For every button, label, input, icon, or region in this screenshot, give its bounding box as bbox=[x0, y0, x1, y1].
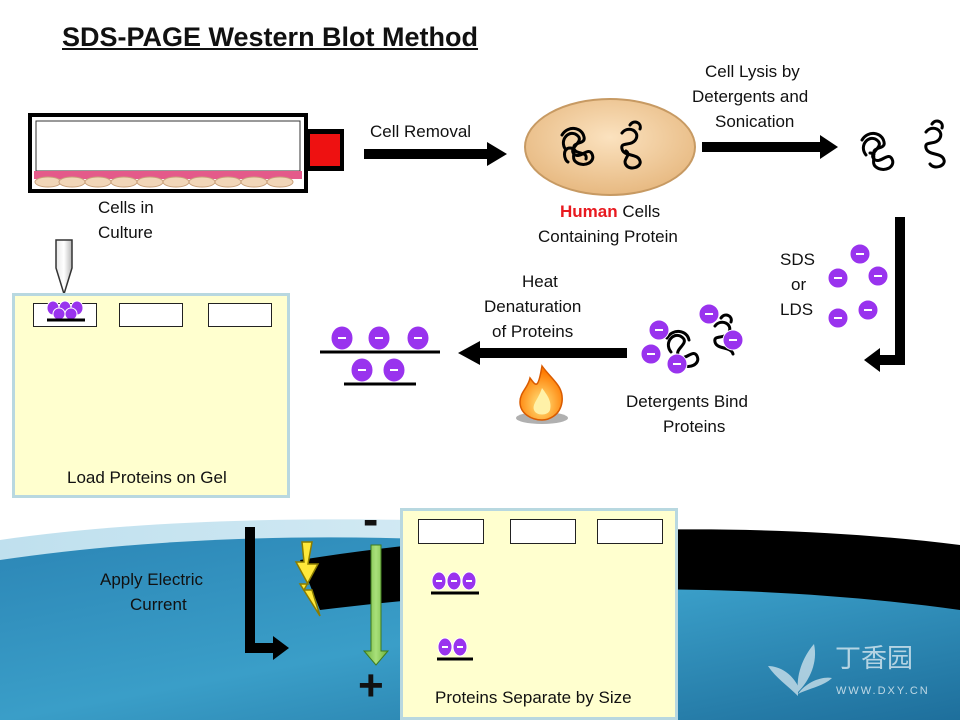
arrow-down-left-right bbox=[864, 217, 905, 372]
label-cells-in-culture-1: Cells in bbox=[98, 198, 154, 217]
label-detergents-bind-2: Proteins bbox=[663, 417, 726, 436]
watermark-brand: 丁香园 bbox=[835, 644, 914, 674]
label-heat-3: of Proteins bbox=[492, 322, 574, 341]
label-cell-removal: Cell Removal bbox=[370, 122, 472, 141]
label-load-proteins: Load Proteins on Gel bbox=[67, 468, 227, 487]
gel-well bbox=[208, 303, 272, 327]
label-cell-lysis-1: Cell Lysis by bbox=[705, 62, 800, 81]
arrow-cell-lysis bbox=[702, 135, 838, 159]
label-human: Human bbox=[560, 202, 618, 221]
lightning-icon bbox=[294, 541, 321, 617]
label-cells: Cells bbox=[622, 202, 661, 221]
electrode-arrow bbox=[362, 544, 390, 666]
minus-pole: - bbox=[363, 493, 379, 545]
dish-tab bbox=[310, 134, 340, 166]
gel-well bbox=[119, 303, 183, 327]
page-title: SDS-PAGE Western Blot Method bbox=[62, 22, 479, 52]
label-heat-1: Heat bbox=[522, 272, 558, 291]
flame-icon bbox=[516, 364, 568, 424]
watermark-url: WWW.DXY.CN bbox=[836, 685, 930, 697]
label-cell-lysis-3: Sonication bbox=[715, 112, 795, 131]
sds-molecules bbox=[827, 243, 889, 329]
loaded-proteins bbox=[46, 300, 85, 322]
watermark-leaf-icon bbox=[768, 644, 832, 696]
label-cell-lysis-2: Detergents and bbox=[692, 87, 809, 106]
label-containing-protein: Containing Protein bbox=[538, 227, 678, 246]
label-detergents-bind-1: Detergents Bind bbox=[626, 392, 748, 411]
arrow-cell-removal bbox=[364, 142, 507, 166]
label-apply-current-2: Current bbox=[130, 595, 187, 614]
label-or: or bbox=[791, 275, 807, 294]
denatured-proteins bbox=[320, 325, 440, 386]
gel-well bbox=[418, 519, 484, 544]
protein-sds-complex bbox=[640, 303, 744, 375]
human-cell bbox=[524, 98, 696, 196]
pipette-icon bbox=[55, 239, 73, 297]
arrow-heat-denaturation bbox=[458, 341, 627, 365]
label-sds: SDS bbox=[780, 250, 815, 269]
plus-pole: + bbox=[358, 661, 384, 710]
gel-separation: Proteins Separate by Size bbox=[400, 508, 678, 720]
label-human-cells-line-1: Human Cells bbox=[560, 199, 660, 224]
gel-load: Load Proteins on Gel bbox=[12, 293, 290, 498]
label-proteins-separate: Proteins Separate by Size bbox=[435, 688, 632, 707]
free-proteins bbox=[860, 119, 946, 171]
label-apply-current-1: Apply Electric bbox=[100, 570, 203, 589]
protein-band-small bbox=[437, 637, 473, 661]
label-heat-2: Denaturation bbox=[484, 297, 582, 316]
label-lds: LDS bbox=[780, 300, 814, 319]
arrow-apply-current bbox=[245, 527, 289, 660]
gel-well bbox=[510, 519, 576, 544]
culture-dish bbox=[28, 113, 344, 193]
label-cells-in-culture-2: Culture bbox=[98, 223, 153, 242]
protein-band-large bbox=[431, 571, 479, 595]
gel-well bbox=[597, 519, 663, 544]
